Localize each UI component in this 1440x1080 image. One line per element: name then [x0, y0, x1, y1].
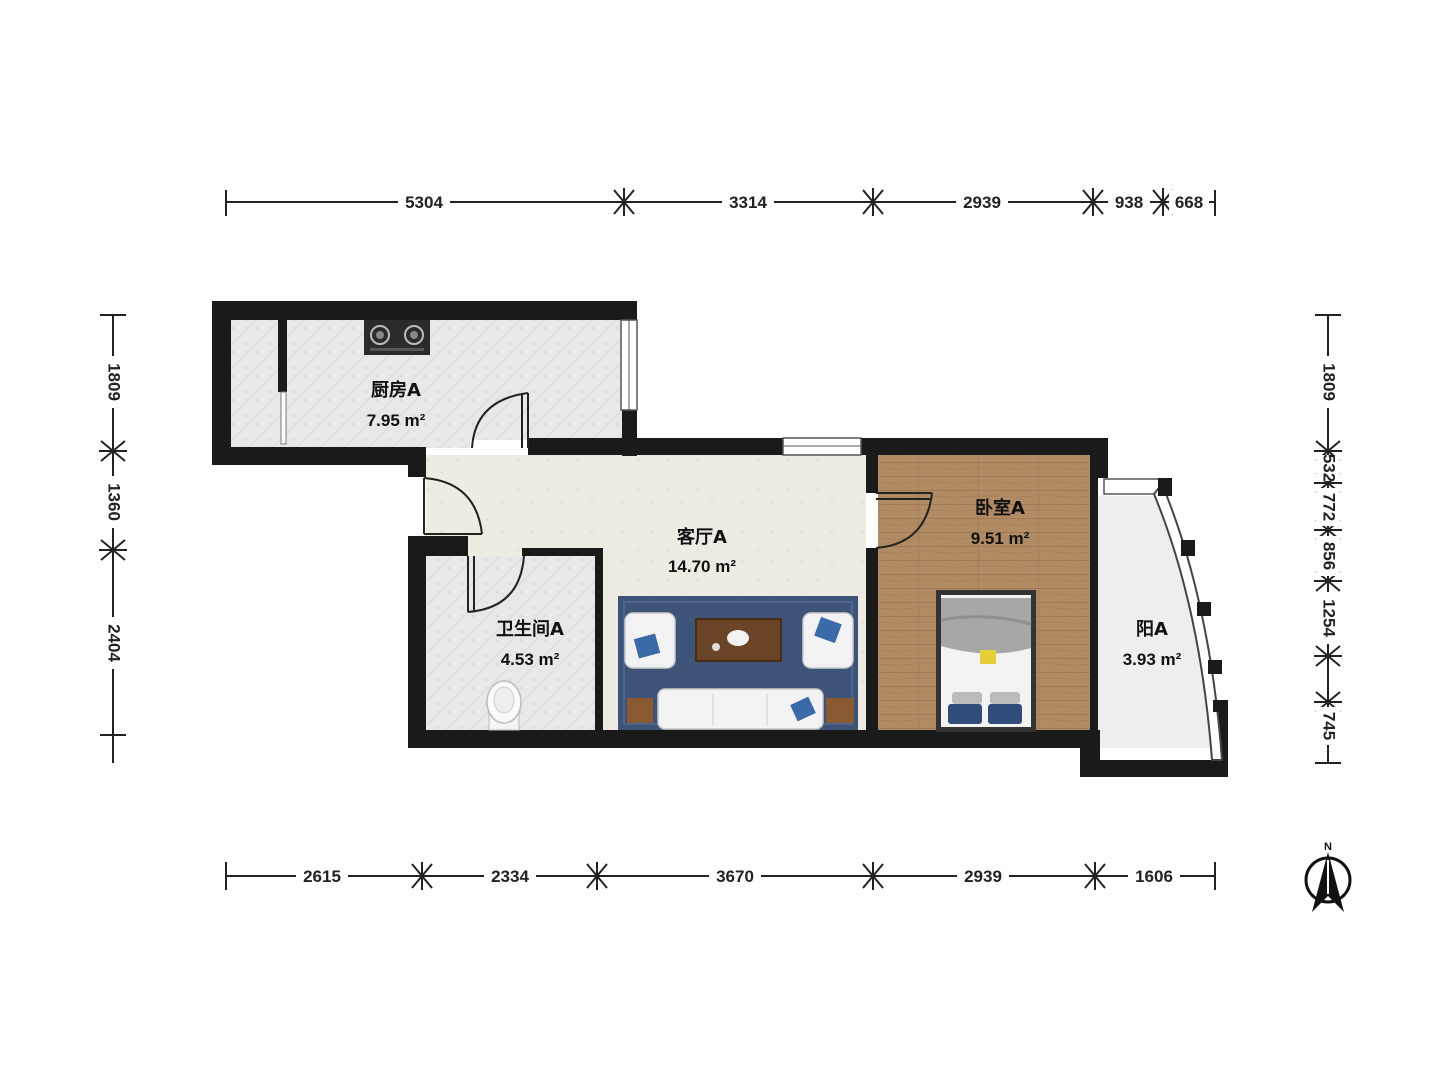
- entry-door: [408, 477, 483, 536]
- dim-right-2: 532: [1320, 454, 1339, 482]
- dim-right-6: 745: [1320, 712, 1339, 740]
- room-labels: 厨房A 7.95 m² 客厅A 14.70 m² 卫生间A 4.53 m² 卧室…: [367, 379, 1182, 669]
- dim-left-3: 2404: [105, 624, 124, 662]
- toilet: [486, 680, 522, 731]
- dim-left-2: 1360: [105, 483, 124, 521]
- dim-right-3: 772: [1320, 493, 1339, 521]
- dimension-left: 1809 1360 2404: [99, 314, 127, 763]
- room-name-kitchen: 厨房A: [371, 379, 421, 401]
- compass-label: N: [1324, 841, 1332, 853]
- kitchen-partition: [280, 391, 287, 445]
- kitchen-door: [470, 392, 529, 449]
- room-area-kitchen: 7.95 m²: [367, 411, 426, 430]
- room-area-bathroom: 4.53 m²: [501, 650, 560, 669]
- room-area-balcony: 3.93 m²: [1123, 650, 1182, 669]
- bedroom-door: [866, 492, 933, 549]
- dim-top-3: 2939: [963, 193, 1001, 212]
- dim-right-4: 856: [1320, 542, 1339, 570]
- dim-top-5: 668: [1175, 193, 1203, 212]
- dimension-bottom: 2615 2334 3670 2939 1606: [225, 862, 1216, 890]
- balcony-window-top: [1103, 478, 1160, 495]
- dim-bottom-1: 2615: [303, 867, 341, 886]
- balcony-curved-window: [1152, 482, 1224, 761]
- room-area-living: 14.70 m²: [668, 557, 736, 576]
- dim-top-4: 938: [1115, 193, 1143, 212]
- room-area-bedroom: 9.51 m²: [971, 529, 1030, 548]
- room-name-bathroom: 卫生间A: [496, 618, 564, 640]
- dim-top-1: 5304: [405, 193, 443, 212]
- bathroom-door: [467, 555, 525, 613]
- dim-left-1: 1809: [105, 363, 124, 401]
- windows: [620, 319, 1227, 761]
- bed: [936, 590, 1036, 732]
- dim-bottom-3: 3670: [716, 867, 754, 886]
- dimension-right: 1809 532 772 856 1254 745: [1314, 314, 1342, 764]
- dim-bottom-5: 1606: [1135, 867, 1173, 886]
- dimension-top: 5304 3314 2939 938 668: [225, 188, 1216, 216]
- walls: [212, 301, 1228, 777]
- dim-bottom-4: 2939: [964, 867, 1002, 886]
- floors: [230, 320, 1213, 748]
- cooktop: [364, 320, 430, 355]
- dim-top-2: 3314: [729, 193, 767, 212]
- room-name-balcony: 阳A: [1136, 619, 1168, 640]
- dim-bottom-2: 2334: [491, 867, 529, 886]
- room-name-bedroom: 卧室A: [975, 497, 1025, 519]
- dim-right-1: 1809: [1320, 363, 1339, 401]
- room-name-living: 客厅A: [677, 526, 727, 548]
- living-furniture: [618, 596, 858, 730]
- doors: [408, 392, 933, 613]
- compass: N: [1304, 841, 1352, 912]
- dim-right-5: 1254: [1320, 599, 1339, 637]
